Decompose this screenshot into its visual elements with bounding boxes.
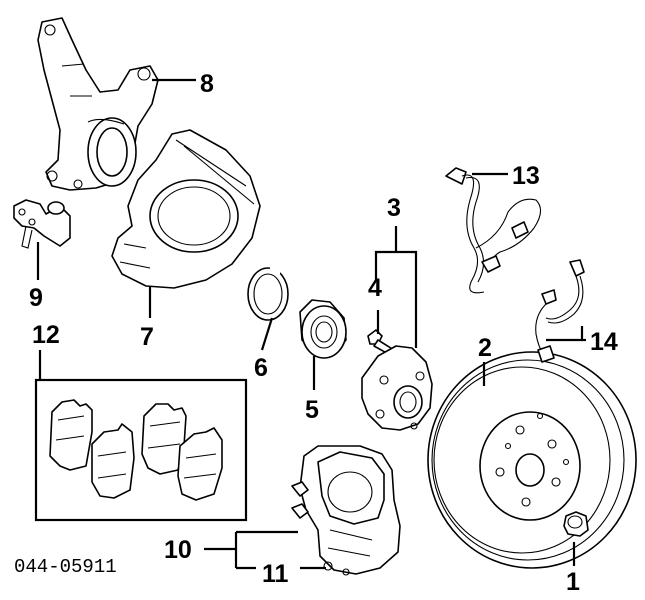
callout-12: 12 — [32, 321, 60, 349]
callout-11: 11 — [262, 560, 289, 588]
callout-9: 9 — [29, 284, 43, 312]
callout-5: 5 — [305, 396, 319, 424]
wheel-bearing-part[interactable] — [299, 299, 347, 359]
brake-pad-kit-box[interactable] — [34, 378, 248, 522]
callout-1: 1 — [566, 568, 580, 596]
nut-part[interactable] — [563, 511, 589, 537]
callout-7: 7 — [140, 323, 154, 351]
callout-8: 8 — [200, 70, 214, 98]
brake-pad-4 — [177, 427, 223, 501]
callout-2: 2 — [478, 334, 492, 362]
snap-ring-part[interactable] — [247, 266, 289, 321]
callout-6: 6 — [254, 354, 268, 382]
brake-hose-part[interactable] — [535, 259, 585, 363]
brake-pad-2 — [91, 423, 135, 499]
callout-3: 3 — [387, 194, 401, 222]
brake-pad-1 — [49, 399, 93, 471]
ball-joint-part[interactable] — [13, 199, 71, 249]
steering-knuckle-part[interactable] — [37, 17, 159, 191]
callout-13: 13 — [512, 162, 540, 190]
dust-cover-shield-part[interactable] — [111, 129, 261, 289]
brake-disc-rotor-part[interactable] — [427, 351, 637, 569]
callout-14: 14 — [590, 328, 618, 356]
part-code: 044-05911 — [14, 556, 117, 578]
callout-10: 10 — [164, 536, 192, 564]
leader-lines — [36, 78, 586, 570]
callout-labels: 8 7 9 12 6 5 4 3 13 2 14 1 10 11 — [29, 70, 618, 596]
abs-sensor-part[interactable] — [445, 167, 542, 294]
brake-pad-3 — [141, 403, 187, 475]
hub-assembly-part[interactable] — [361, 345, 433, 431]
caliper-assembly-part[interactable] — [291, 445, 401, 576]
callout-4: 4 — [368, 274, 382, 302]
